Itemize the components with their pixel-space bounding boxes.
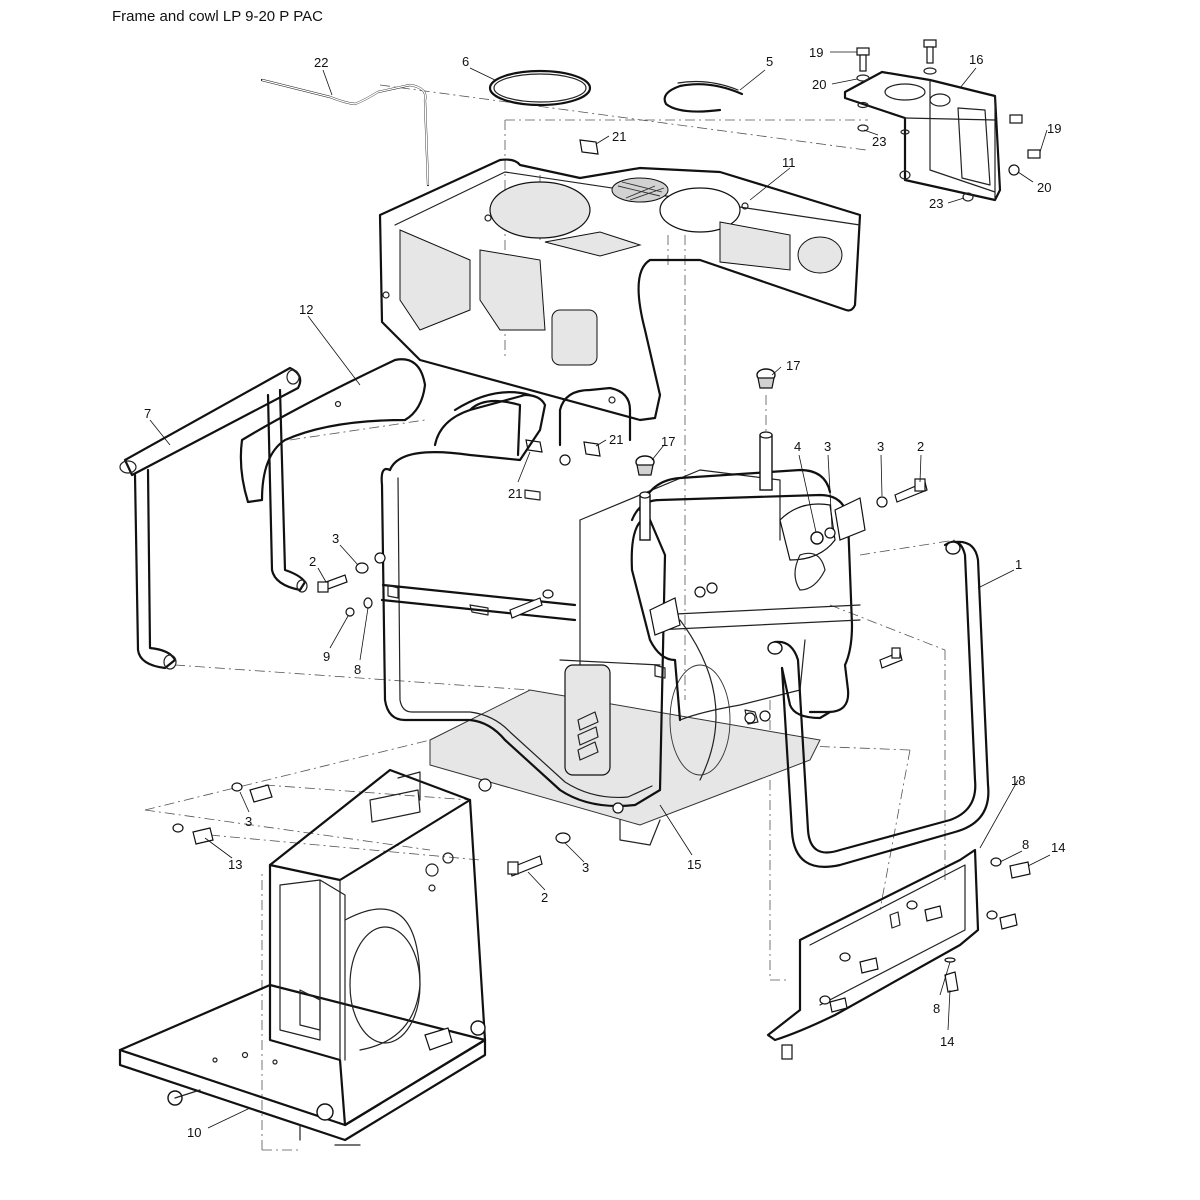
- callout-19: 19: [809, 45, 823, 60]
- part-1-loop-handle: [767, 540, 990, 868]
- callout-13: 13: [228, 857, 242, 872]
- callout-8: 8: [933, 1001, 940, 1016]
- callout-3: 3: [332, 531, 339, 546]
- callout-15: 15: [687, 857, 701, 872]
- fasteners: [172, 478, 1031, 1013]
- callout-16: 16: [969, 52, 983, 67]
- callout-2: 2: [309, 554, 316, 569]
- part-12-curved-panel: [239, 358, 427, 504]
- callout-11: 11: [782, 155, 796, 170]
- callout-5: 5: [766, 54, 773, 69]
- callout-14: 14: [940, 1034, 954, 1049]
- callout-3: 3: [245, 814, 252, 829]
- part-10-base: [118, 768, 487, 1146]
- callout-4: 4: [794, 439, 801, 454]
- callout-20: 20: [1037, 180, 1051, 195]
- engine-block: [429, 469, 821, 846]
- callout-8: 8: [1022, 837, 1029, 852]
- part-6-ring: [488, 69, 592, 107]
- part-5-clip-ring: [663, 80, 744, 113]
- part-7-handle-tube: [119, 366, 308, 670]
- part-15-main-frame: [374, 386, 866, 814]
- callout-10: 10: [187, 1125, 201, 1140]
- leader-lines: [149, 51, 1051, 1129]
- part-11-cowl: [378, 158, 862, 422]
- callout-14: 14: [1051, 840, 1065, 855]
- callout-labels: 1 2 2 2 3 3 3 3 3 4 5 6 7 8 8 8 9 10 11 …: [144, 45, 1065, 1140]
- part-21-clips: [525, 139, 601, 457]
- callout-3: 3: [824, 439, 831, 454]
- part-18-plate: [766, 848, 980, 1060]
- callout-22: 22: [314, 55, 328, 70]
- callout-20: 20: [812, 77, 826, 92]
- callout-8: 8: [354, 662, 361, 677]
- callout-23: 23: [929, 196, 943, 211]
- callout-12: 12: [299, 302, 313, 317]
- callout-17: 17: [786, 358, 800, 373]
- callout-2: 2: [541, 890, 548, 905]
- callout-3: 3: [877, 439, 884, 454]
- callout-21: 21: [508, 486, 522, 501]
- callout-18: 18: [1011, 773, 1025, 788]
- callout-7: 7: [144, 406, 151, 421]
- callout-17: 17: [661, 434, 675, 449]
- callout-6: 6: [462, 54, 469, 69]
- part-22-rod: [260, 78, 430, 187]
- diagram-title: Frame and cowl LP 9-20 P PAC: [112, 8, 323, 25]
- callout-23: 23: [872, 134, 886, 149]
- callout-19: 19: [1047, 121, 1061, 136]
- callout-3: 3: [582, 860, 589, 875]
- callout-21: 21: [612, 129, 626, 144]
- callout-21: 21: [609, 432, 623, 447]
- part-17-grommets: [635, 368, 776, 476]
- part-16-bracket: [843, 39, 1041, 202]
- callout-1: 1: [1015, 557, 1022, 572]
- callout-9: 9: [323, 649, 330, 664]
- callout-2: 2: [917, 439, 924, 454]
